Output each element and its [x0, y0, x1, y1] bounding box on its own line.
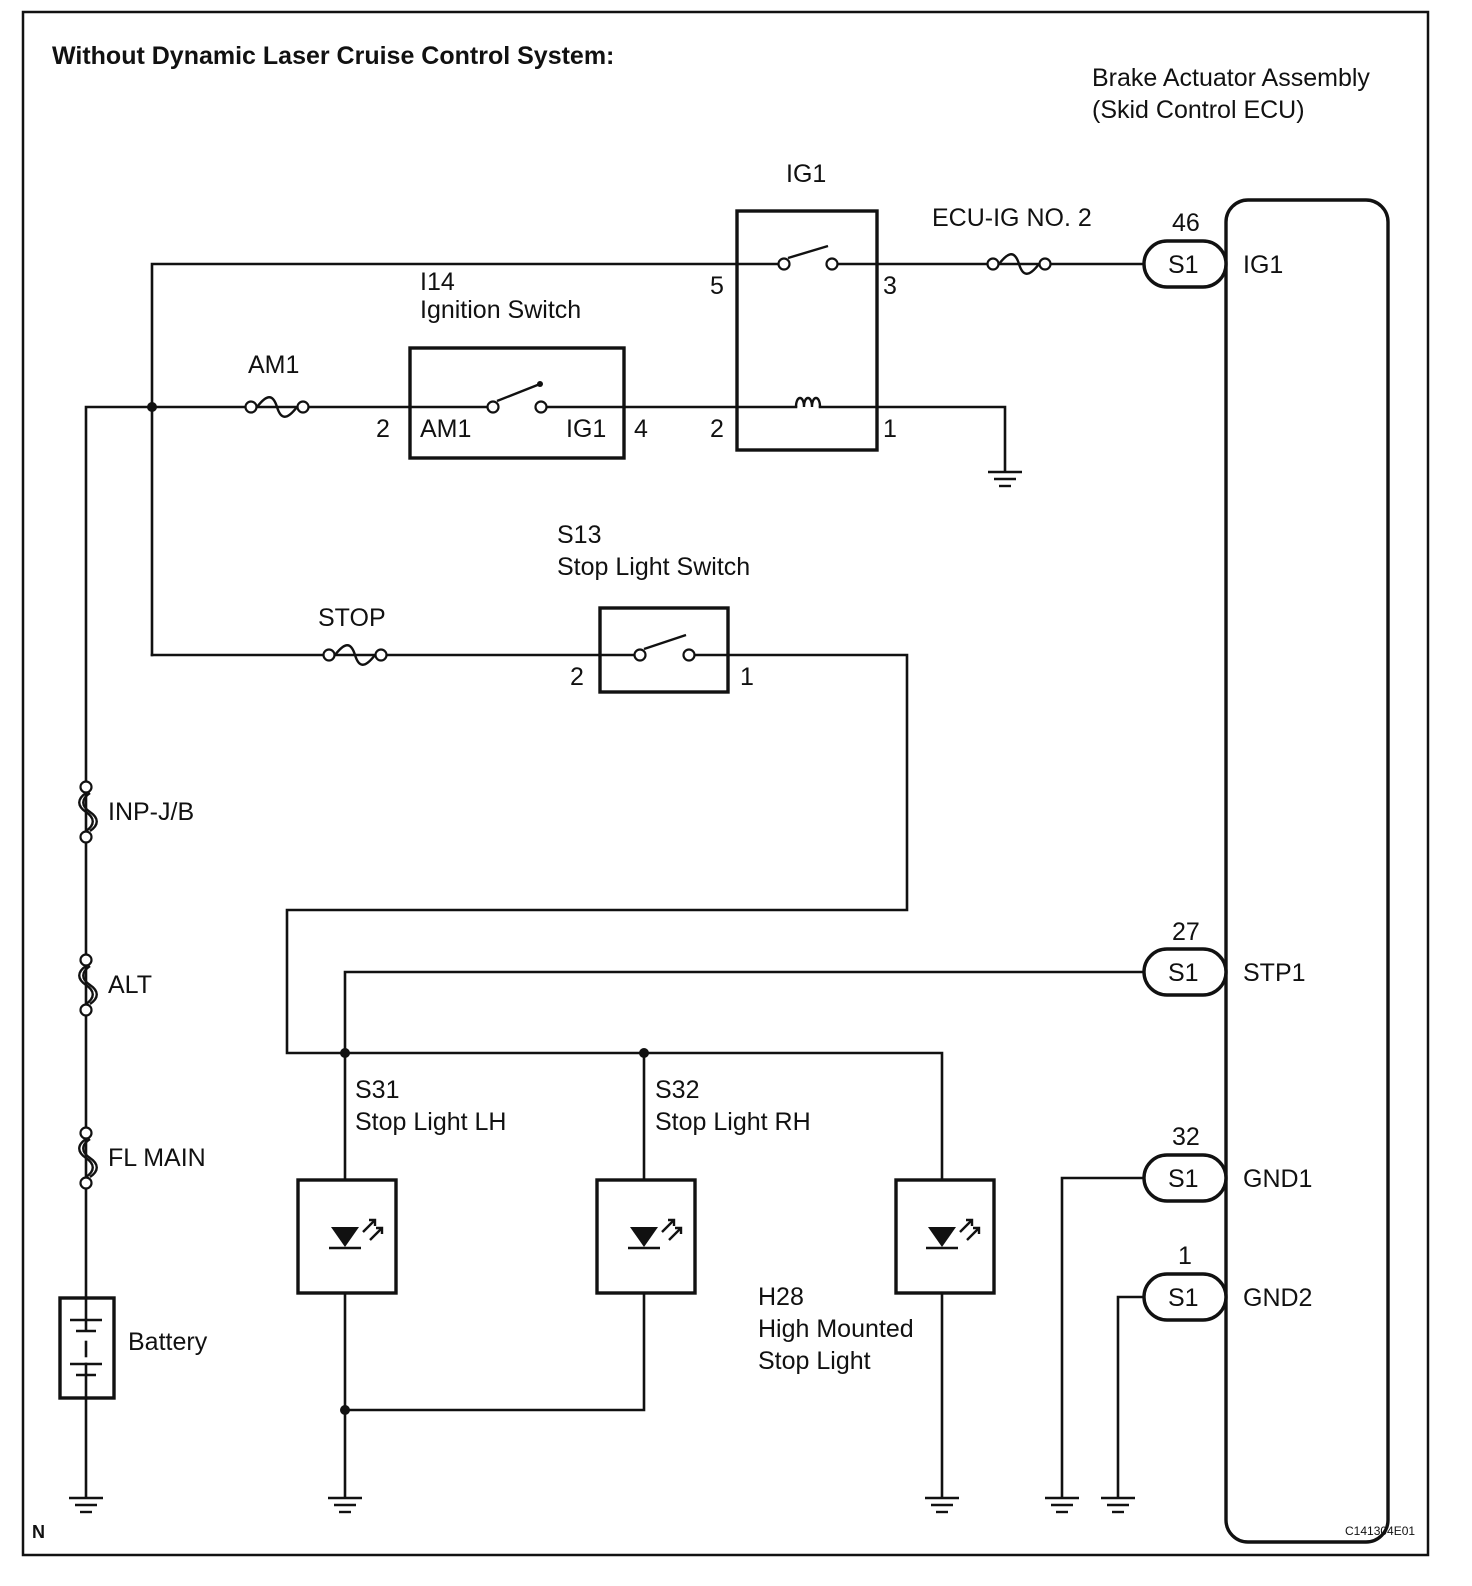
lamp-name: Stop Light LH	[355, 1108, 507, 1136]
lamp-code: H28	[758, 1283, 804, 1311]
fuse-icon	[322, 644, 388, 666]
corner-mark: N	[32, 1522, 45, 1542]
ecu-terminal-label: STP1	[1243, 959, 1306, 987]
ground-icon	[986, 470, 1024, 488]
relay-pin: 1	[883, 415, 897, 443]
stop-light-rh	[595, 1178, 697, 1295]
ecu-name-line1: Brake Actuator Assembly	[1092, 64, 1370, 92]
switch-contact	[643, 633, 687, 651]
fusible-link-icon	[78, 953, 98, 1017]
ground-icon	[923, 1496, 961, 1514]
ecu-connector-stp1: S1 27 STP1	[1142, 918, 1306, 997]
ignition-switch-name: Ignition Switch	[420, 296, 581, 324]
ecu-fuse-label: ECU-IG NO. 2	[932, 204, 1092, 232]
stop-switch-name: Stop Light Switch	[557, 553, 750, 581]
fuse-icon	[244, 396, 310, 418]
diagram-frame	[21, 10, 1430, 1557]
relay-pin: 3	[883, 272, 897, 300]
fuse-label-fl-main: FL MAIN	[108, 1144, 206, 1172]
figure-code: C141304E01	[1345, 1524, 1415, 1538]
ground-icon	[1043, 1496, 1081, 1514]
connector-label: S1	[1168, 959, 1199, 987]
connector-label: S1	[1168, 1165, 1199, 1193]
high-mounted-stop-light	[894, 1178, 996, 1295]
lamp-name: Stop Light	[758, 1347, 871, 1375]
connector-pin: 32	[1172, 1123, 1200, 1151]
switch-terminal-label: IG1	[566, 415, 606, 443]
lamp-code: S32	[655, 1076, 699, 1104]
ecu-connector-ig1: S1 46 IG1	[1142, 209, 1283, 289]
fusible-link-icon	[78, 1126, 98, 1190]
junction-dot	[340, 1048, 350, 1058]
ground-icon	[67, 1496, 105, 1514]
switch-terminal-label: AM1	[420, 415, 471, 443]
ecu-terminal-label: GND2	[1243, 1284, 1312, 1312]
am1-fuse-label: AM1	[248, 351, 299, 379]
switch-pin: 2	[376, 415, 390, 443]
battery-icon	[58, 1296, 116, 1400]
ignition-switch-code: I14	[420, 268, 455, 296]
switch-contact	[496, 382, 541, 403]
ground-icon	[1099, 1496, 1137, 1514]
fuse-label-alt: ALT	[108, 971, 152, 999]
connector-pin: 46	[1172, 209, 1200, 237]
lamp-name: High Mounted	[758, 1315, 914, 1343]
stop-light-lh	[296, 1178, 398, 1295]
ig1-relay: IG1 5 3 2 1	[710, 160, 897, 452]
stop-light-switch: 2 1 S13 Stop Light Switch	[557, 521, 754, 694]
lamp-code: S31	[355, 1076, 399, 1104]
relay-pin: 5	[710, 272, 724, 300]
switch-pin: 2	[570, 663, 584, 691]
page-title: Without Dynamic Laser Cruise Control Sys…	[52, 42, 614, 70]
relay-contact	[787, 244, 829, 260]
ecu-connector-gnd1: S1 32 GND1	[1142, 1123, 1312, 1203]
relay-pin: 2	[710, 415, 724, 443]
fuse-label-inp-jb: INP-J/B	[108, 798, 194, 826]
switch-pin: 4	[634, 415, 648, 443]
ecu-body	[1224, 198, 1390, 1544]
relay-name: IG1	[786, 160, 826, 188]
ecu-terminal-label: IG1	[1243, 251, 1283, 279]
connector-label: S1	[1168, 1284, 1199, 1312]
lamp-name: Stop Light RH	[655, 1108, 811, 1136]
fusible-link-icon	[78, 780, 98, 844]
connector-pin: 1	[1178, 1242, 1192, 1270]
relay-coil-icon	[794, 396, 822, 408]
stop-switch-code: S13	[557, 521, 601, 549]
stop-fuse-label: STOP	[318, 604, 386, 632]
battery-label: Battery	[128, 1328, 208, 1356]
junction-dot	[639, 1048, 649, 1058]
ecu-connector-gnd2: S1 1 GND2	[1142, 1242, 1312, 1322]
switch-pin: 1	[740, 663, 754, 691]
connector-label: S1	[1168, 251, 1199, 279]
connector-pin: 27	[1172, 918, 1200, 946]
ignition-switch: AM1 IG1 2 4 I14 Ignition Switch	[376, 268, 648, 460]
ground-icon	[326, 1496, 364, 1514]
junction-dot	[147, 402, 157, 412]
ecu-terminal-label: GND1	[1243, 1165, 1312, 1193]
ecu-name-line2: (Skid Control ECU)	[1092, 96, 1305, 124]
junction-dot	[340, 1405, 350, 1415]
fuse-icon	[986, 253, 1052, 275]
